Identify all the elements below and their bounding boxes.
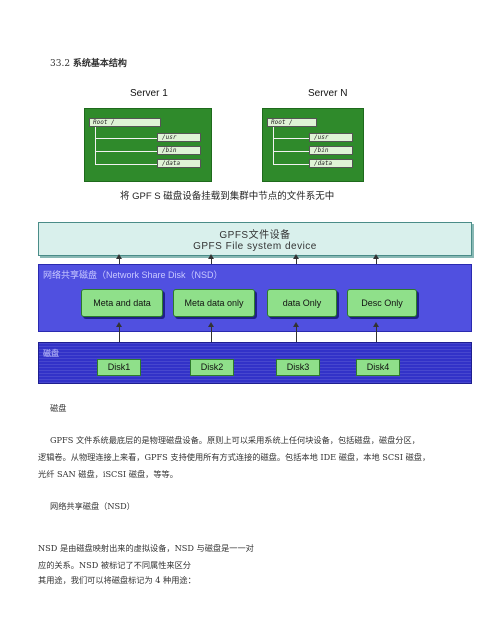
gpfs-device-title-cn: GPFS文件设备 — [219, 230, 291, 241]
arrowhead-disk2-up — [208, 322, 214, 327]
nsd-box-meta-and-data: Meta and data — [81, 289, 163, 317]
arrow-disk4-up — [376, 326, 377, 354]
server-1-label: Server 1 — [130, 88, 168, 99]
server-1-branch-3 — [95, 164, 157, 165]
nsd-layer-title: 网络共享磁盘（Network Share Disk（NSD） — [43, 270, 223, 280]
mount-caption: 将 GPF S 磁盘设备挂载到集群中节点的文件系无中 — [120, 191, 335, 202]
disk-layer-title: 磁盘 — [43, 349, 59, 358]
arrowhead-nsd4-up — [373, 254, 379, 259]
server-n-label: Server N — [308, 88, 348, 99]
nsd-para-line-1: NSD 是由磁盘映射出来的虚拟设备，NSD 与磁盘是一一对 — [38, 543, 254, 553]
nsd-layer: 网络共享磁盘（Network Share Disk（NSD） Meta and … — [38, 264, 472, 332]
arrow-disk2-up — [211, 326, 212, 354]
disk-layer: 磁盘 Disk1 Disk2 Disk3 Disk4 — [38, 342, 472, 384]
sub-heading-nsd: 网络共享磁盘（NSD） — [50, 501, 135, 511]
gpfs-device-box: GPFS文件设备 GPFS File system device — [38, 222, 472, 256]
server-1-branch-1 — [95, 138, 157, 139]
disk-para-line-2: 逻辑卷。从物理连接上来看，GPFS 支持使用所有方式连接的磁盘。包括本地 IDE… — [38, 452, 431, 462]
server-n-branch-1 — [273, 138, 309, 139]
server-n-dir-usr: /usr — [309, 133, 353, 142]
disk-box-2: Disk2 — [190, 359, 234, 376]
arrowhead-nsd2-up — [208, 254, 214, 259]
nsd-para-line-3: 其用途，我们可以将磁盘标记为 4 种用途： — [38, 575, 196, 585]
arrowhead-disk4-up — [373, 322, 379, 327]
disk-box-3: Disk3 — [276, 359, 320, 376]
server-n-box: Root / /usr /bin /data — [262, 108, 364, 182]
section-number: 33.2 — [50, 59, 71, 69]
server-1-tree-line — [95, 127, 96, 165]
server-1-dir-usr: /usr — [157, 133, 201, 142]
disk-para-line-1: GPFS 文件系统最底层的是物理磁盘设备。原则上可以采用系统上任何块设备，包括磁… — [50, 435, 420, 445]
server-n-root: Root / — [267, 118, 317, 127]
disk-box-4: Disk4 — [356, 359, 400, 376]
section-title: 系统基本结构 — [72, 59, 127, 69]
nsd-box-data-only: data Only — [267, 289, 337, 317]
server-1-branch-2 — [95, 151, 157, 152]
disk-box-1: Disk1 — [97, 359, 141, 376]
arrow-disk3-up — [296, 326, 297, 354]
server-n-tree-line — [273, 127, 274, 165]
sub-heading-disk: 磁盘 — [50, 403, 67, 413]
arrowhead-disk1-up — [116, 322, 122, 327]
disk-para-line-3: 光纤 SAN 磁盘，iSCSI 磁盘，等等。 — [38, 469, 178, 479]
server-n-branch-3 — [273, 164, 309, 165]
nsd-box-meta-data-only: Meta data only — [173, 289, 255, 317]
arrow-disk1-up — [119, 326, 120, 354]
nsd-para-line-2: 应的关系。NSD 被标记了不同属性来区分 — [38, 560, 191, 570]
arrowhead-nsd1-up — [116, 254, 122, 259]
server-1-box: Root / /usr /bin /data — [84, 108, 212, 182]
gpfs-device-title-en: GPFS File system device — [193, 241, 317, 252]
server-n-dir-bin: /bin — [309, 146, 353, 155]
section-heading: 33.2 系统基本结构 — [50, 56, 127, 69]
server-1-dir-bin: /bin — [157, 146, 201, 155]
server-n-branch-2 — [273, 151, 309, 152]
server-n-dir-data: /data — [309, 159, 353, 168]
server-1-root: Root / — [89, 118, 161, 127]
arrowhead-disk3-up — [293, 322, 299, 327]
server-1-dir-data: /data — [157, 159, 201, 168]
arrowhead-nsd3-up — [293, 254, 299, 259]
nsd-box-desc-only: Desc Only — [347, 289, 417, 317]
